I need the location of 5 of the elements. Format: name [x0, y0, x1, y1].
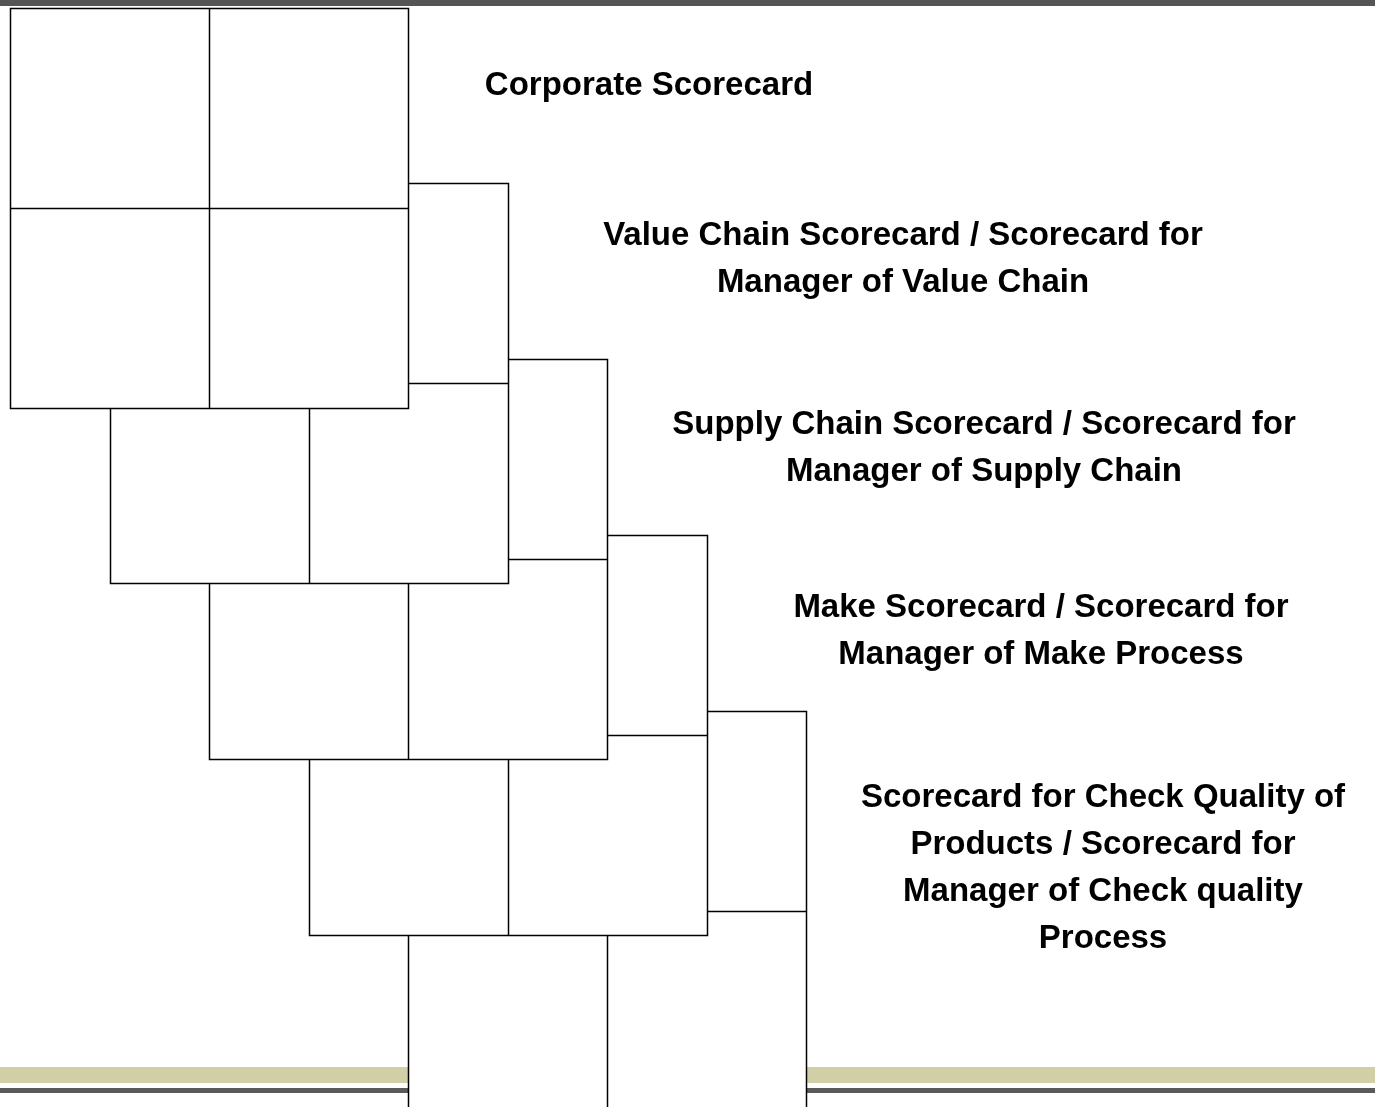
scorecard-title: Scorecard for Check Quality of Products / Scorecard for Manager of Check quality Process	[859, 776, 1347, 957]
scorecard-title: Supply Chain Scorecard / Scorecard for Manager of Supply Chain	[671, 403, 1297, 490]
scorecard-title: Value Chain Scorecard / Scorecard for Manager of Value Chain	[602, 214, 1204, 301]
scorecard-title: Make Scorecard / Scorecard for Manager of Make Process	[792, 586, 1290, 673]
scorecard-title: Corporate Scorecard	[483, 64, 815, 104]
